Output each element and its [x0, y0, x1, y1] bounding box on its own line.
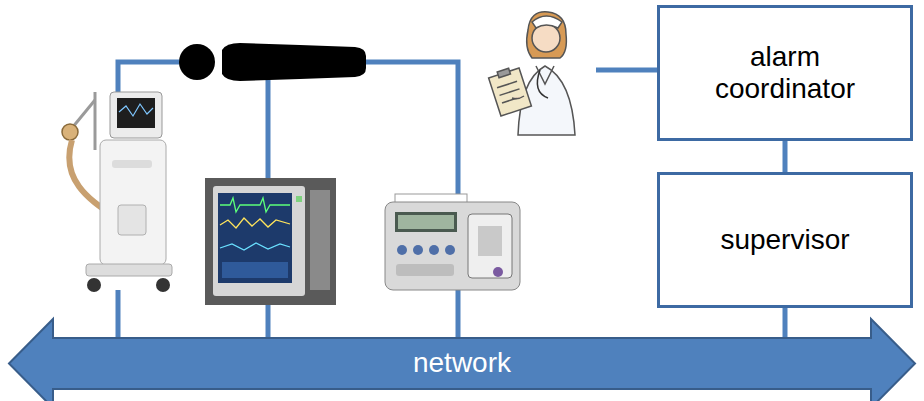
wire	[456, 288, 461, 342]
node-label: network	[413, 347, 511, 379]
wire	[364, 62, 458, 200]
node-label: supervisor	[720, 224, 849, 256]
wires	[118, 62, 657, 342]
wire	[266, 300, 271, 342]
nurse-picture	[488, 12, 575, 135]
connector-line	[783, 141, 788, 172]
arrow-outline	[9, 319, 915, 401]
connector-line	[783, 308, 788, 338]
node-label: alarm coordinator	[685, 41, 885, 105]
patient-figure	[179, 43, 366, 81]
wire	[596, 68, 657, 73]
infusion-pump-picture	[385, 194, 520, 290]
process-box: supervisor	[657, 172, 913, 308]
monitor-picture	[205, 178, 336, 305]
ventilator-picture	[62, 92, 172, 292]
network-arrow: network	[8, 318, 916, 401]
process-box: alarm coordinator	[657, 5, 913, 141]
wire	[266, 80, 271, 180]
wire	[116, 290, 121, 342]
